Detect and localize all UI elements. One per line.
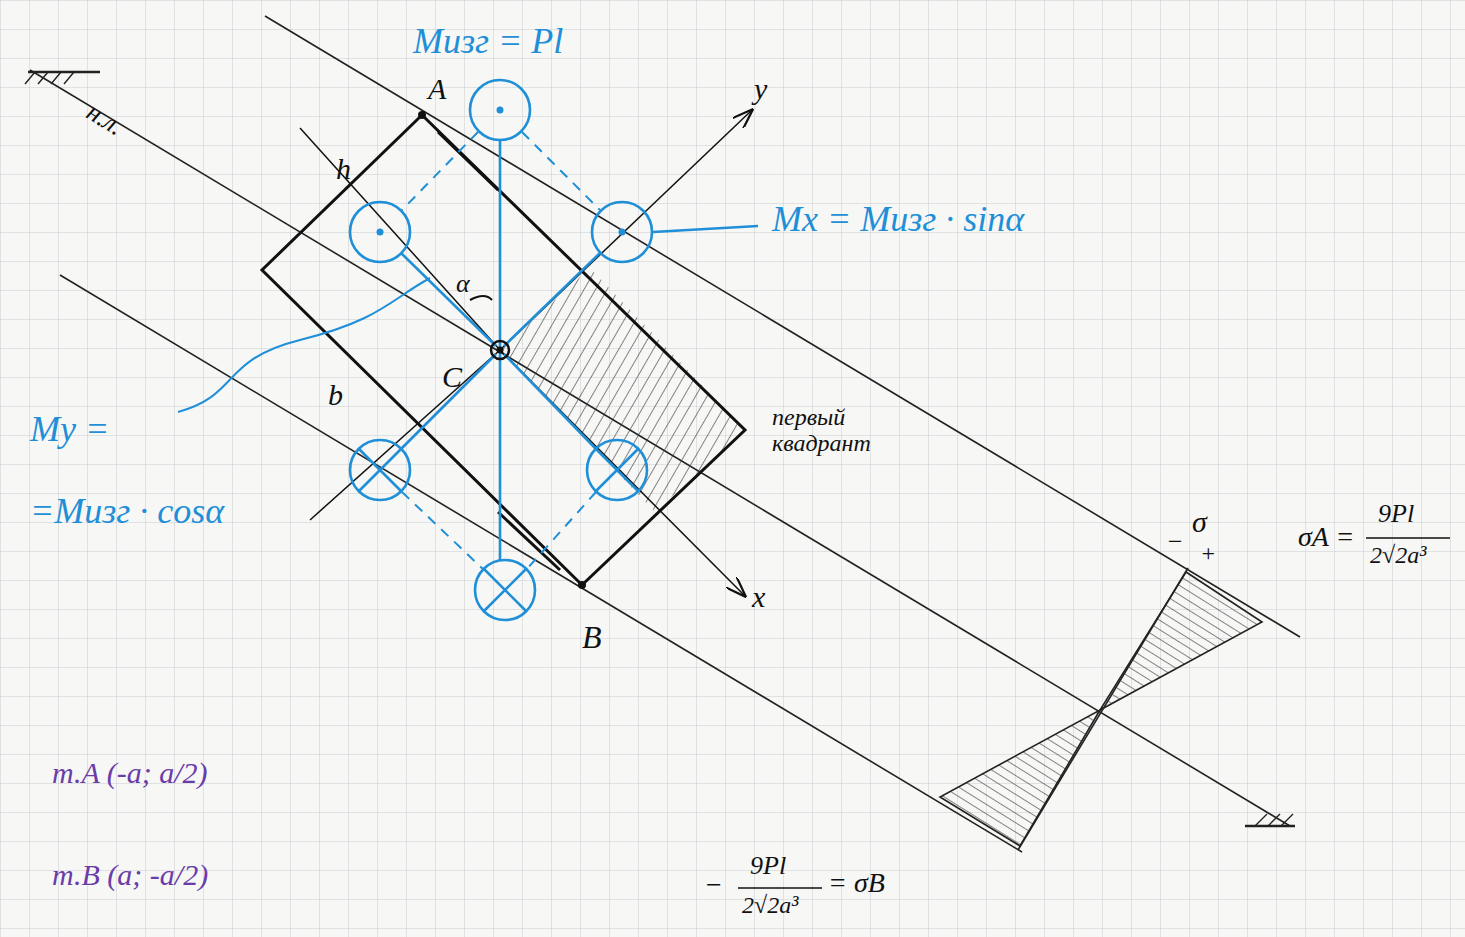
fraction-bottom: 2√2a³	[1370, 542, 1426, 568]
dimension: h	[336, 152, 351, 185]
quadrant-note: первый квадрант	[772, 404, 942, 457]
sign: −	[1166, 528, 1184, 557]
first-quadrant	[500, 268, 745, 512]
fraction-top: 9Pl	[1378, 500, 1414, 529]
stress-symbol: σ	[1192, 505, 1207, 538]
dimension: b	[328, 378, 343, 411]
stress-b: = σB	[828, 868, 885, 899]
point-name: A	[428, 72, 446, 105]
fraction-bottom: 2√2a³	[742, 892, 798, 918]
point-coordinates: т.A (-a; a/2)	[52, 756, 208, 789]
parallel-line-a	[265, 16, 1300, 637]
sign: +	[1200, 540, 1216, 566]
moment-y: =Mизг · cosα	[30, 492, 224, 532]
stress-a: σA =	[1298, 522, 1354, 553]
stress-diagram	[940, 572, 1262, 846]
bending-moment: Mизг = Pl	[413, 22, 563, 62]
y-axis	[500, 110, 752, 350]
axis-name: y	[754, 72, 767, 105]
sign: −	[704, 870, 723, 901]
moment-x: Mx = Mизг · sinα	[772, 200, 1024, 240]
moment-vectors	[178, 80, 758, 620]
axis-name: x	[752, 580, 765, 613]
moment-y: My =	[30, 410, 109, 450]
x-axis	[500, 350, 745, 596]
point-name: B	[582, 620, 602, 655]
point-name: C	[442, 360, 462, 393]
fraction-top: 9Pl	[750, 852, 786, 881]
point-coordinates: т.B (a; -a/2)	[52, 858, 208, 891]
angle: α	[456, 270, 470, 299]
